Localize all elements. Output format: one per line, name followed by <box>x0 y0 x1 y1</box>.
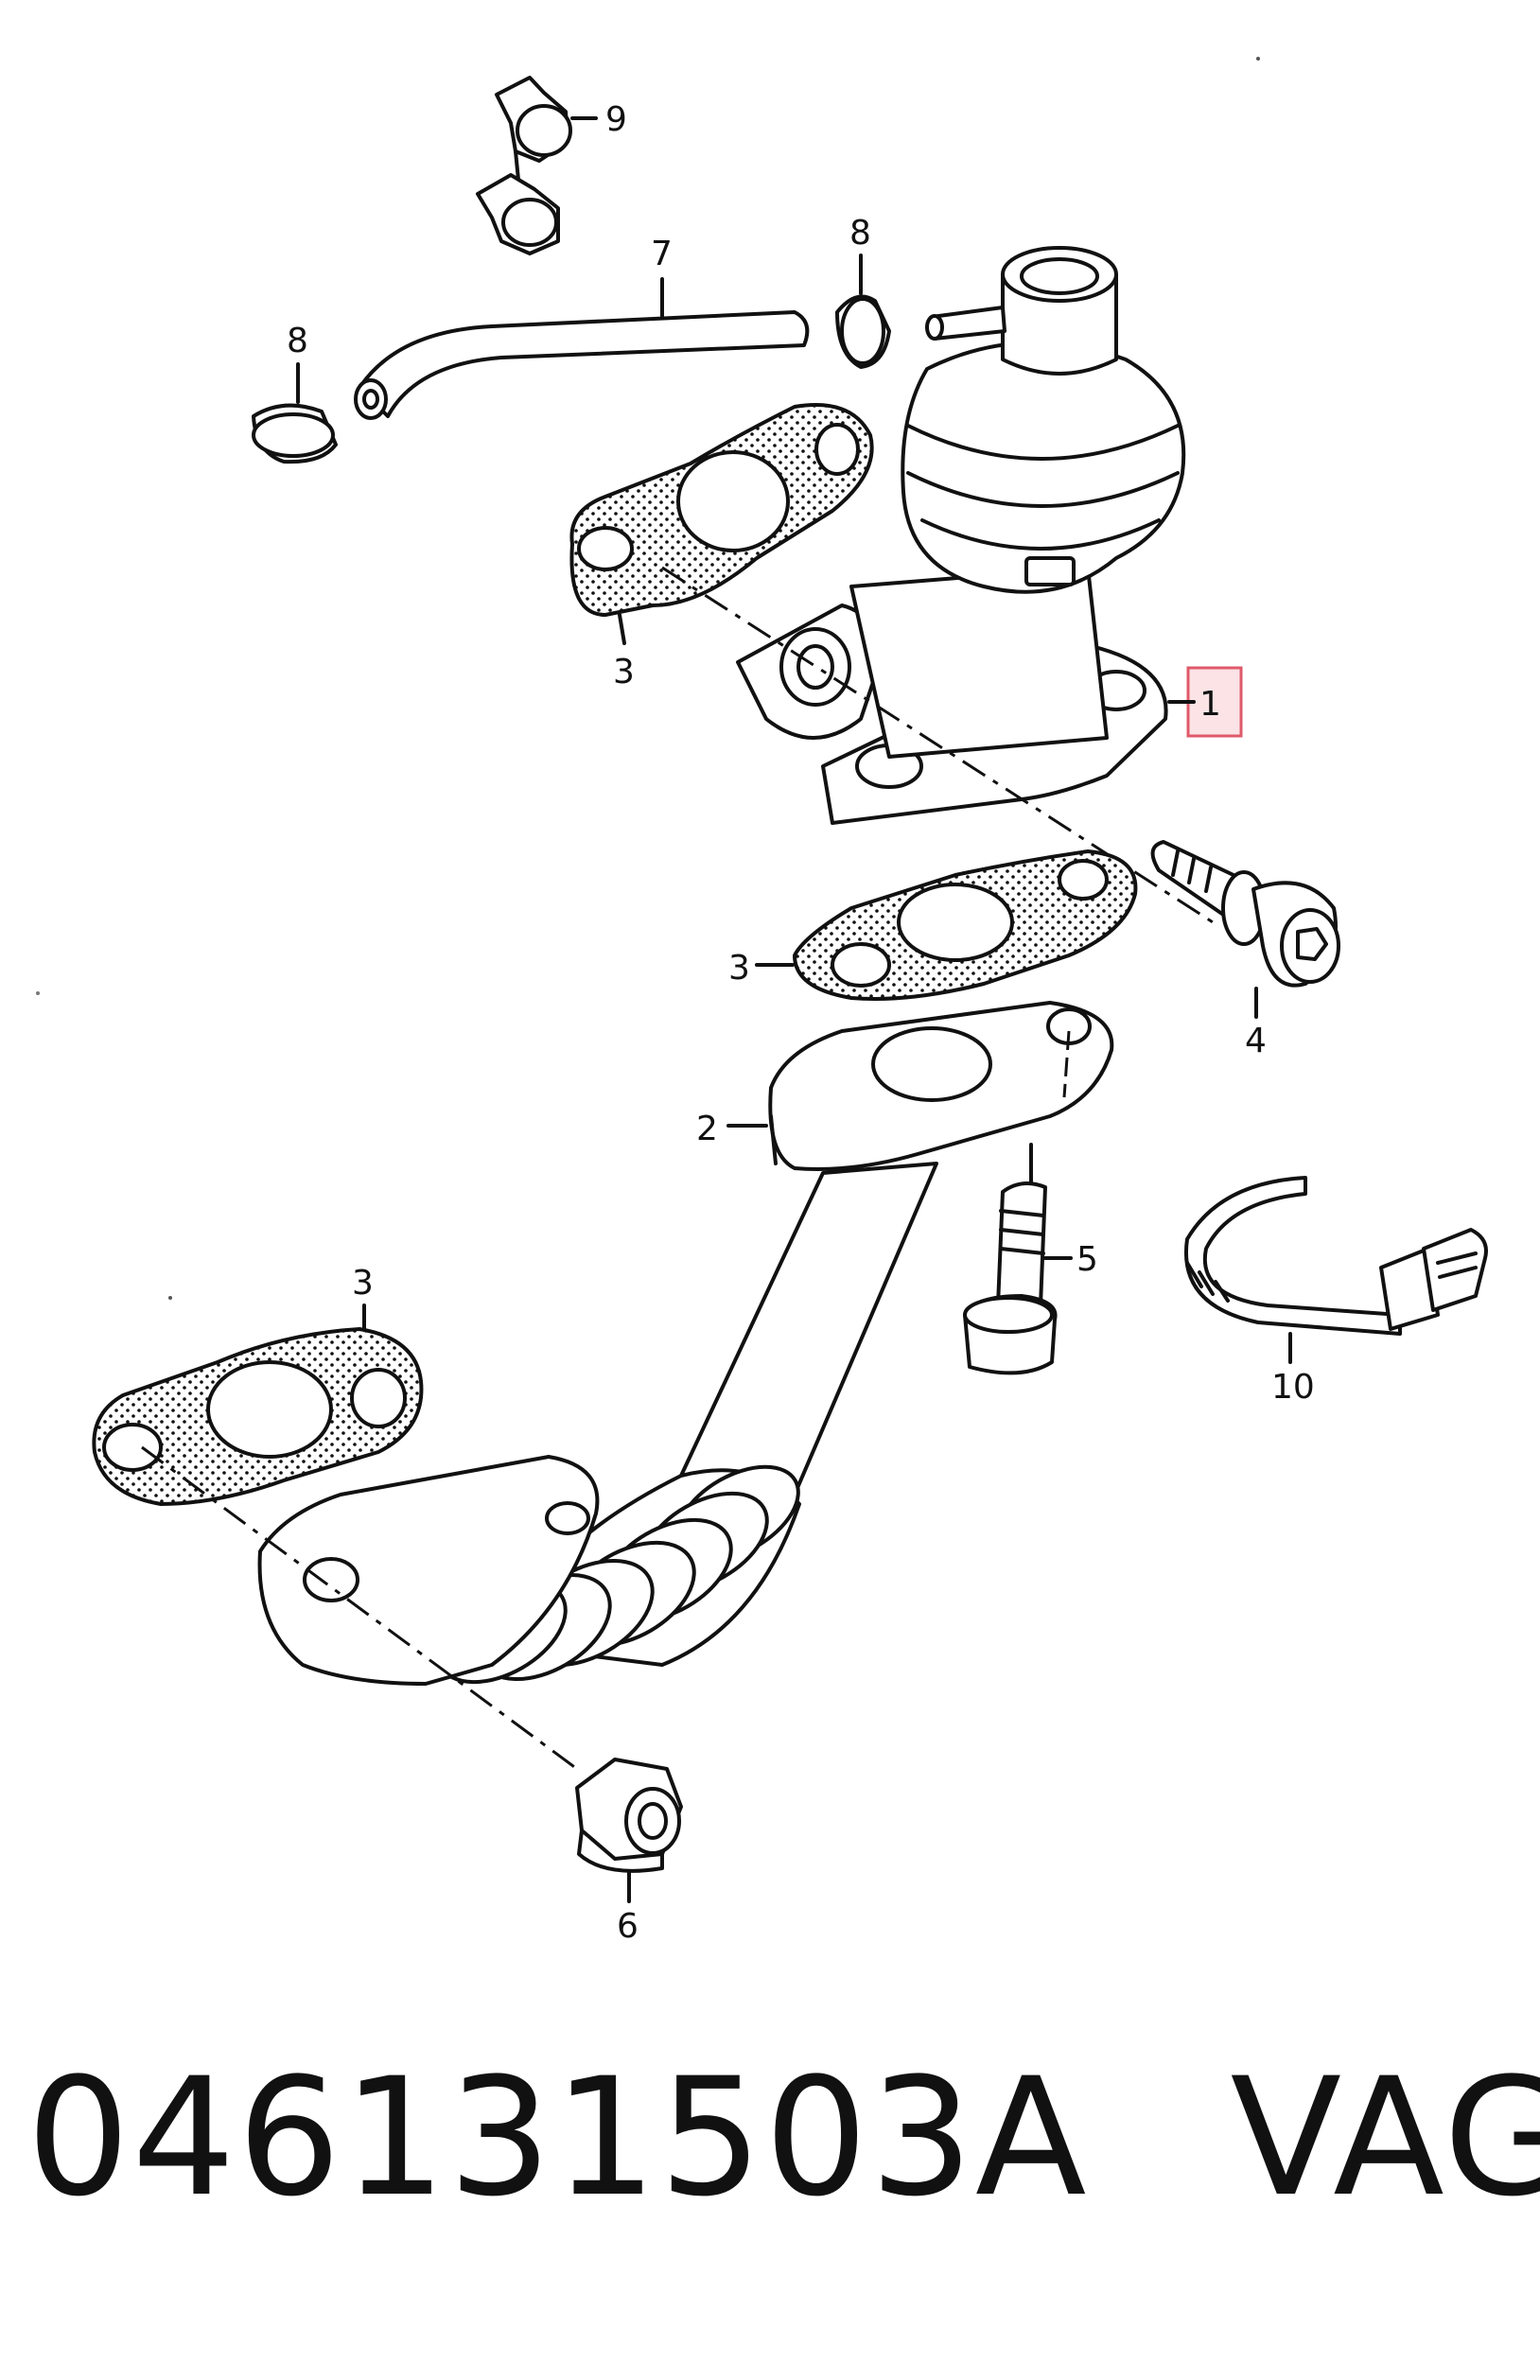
part-caption: 046131503A VAG <box>26 2034 1540 2242</box>
callout-9: 9 <box>605 100 627 139</box>
part-number: 046131503A <box>26 2042 1089 2232</box>
gasket-3-bottom <box>92 1327 424 1506</box>
hose-clamp-9 <box>476 76 572 255</box>
nut-6 <box>575 1758 683 1873</box>
callout-3-bottom: 3 <box>352 1264 374 1303</box>
bolt-5 <box>963 1181 1058 1375</box>
egr-pipe-2 <box>257 1001 1114 1686</box>
callout-10: 10 <box>1271 1368 1315 1407</box>
callout-3-top: 3 <box>613 653 635 691</box>
callout-7: 7 <box>651 235 673 273</box>
callout-1-highlight <box>1186 666 1243 738</box>
gasket-3-top <box>569 403 874 617</box>
gasket-3-middle <box>793 849 1138 1001</box>
callout-5: 5 <box>1076 1240 1098 1279</box>
hose-clamp-8-right <box>835 294 891 369</box>
callout-3-middle: 3 <box>728 949 750 988</box>
bolt-4 <box>1150 840 1340 988</box>
callout-8-right: 8 <box>849 214 871 253</box>
callout-8-left: 8 <box>287 322 308 360</box>
callout-2: 2 <box>696 1110 718 1148</box>
callout-1: 1 <box>1199 685 1221 724</box>
hose-clamp-8-left <box>252 403 338 464</box>
callout-6: 6 <box>617 1907 639 1946</box>
callout-4: 4 <box>1245 1022 1267 1060</box>
brand-name: VAG <box>1230 2042 1540 2232</box>
egr-valve-1 <box>736 246 1186 825</box>
hose-7 <box>354 310 810 420</box>
cable-tie-10 <box>1183 1176 1488 1336</box>
